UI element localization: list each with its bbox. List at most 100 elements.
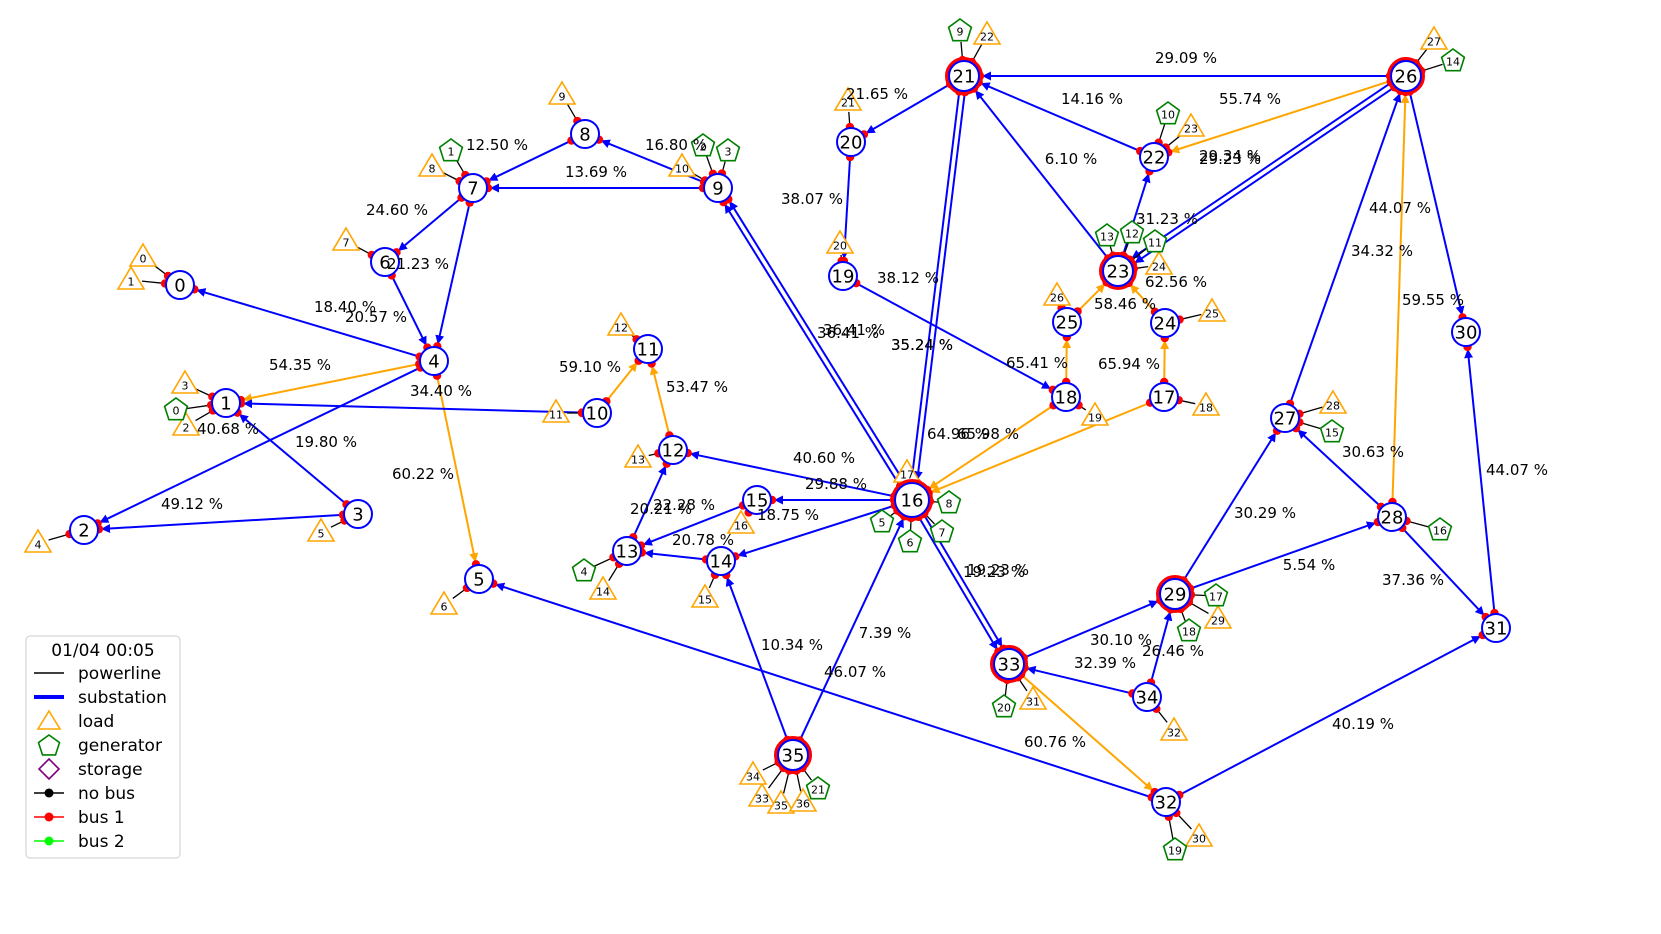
generator-14-pentagon-icon[interactable] [1440, 48, 1466, 72]
substation-6[interactable]: 6 [370, 247, 400, 277]
load-29-triangle-icon[interactable] [1203, 604, 1233, 629]
substation-5[interactable]: 5 [464, 564, 494, 594]
powerline-4-0[interactable] [196, 288, 418, 357]
powerline-27-26[interactable] [1290, 93, 1402, 402]
powerline-22-21[interactable] [980, 82, 1138, 151]
substation-12[interactable]: 12 [658, 435, 688, 465]
load-21-triangle-icon[interactable] [833, 86, 863, 111]
substation-24[interactable]: 24 [1150, 308, 1180, 338]
load-12-triangle-icon[interactable] [606, 311, 636, 336]
generator-1-pentagon-icon[interactable] [438, 138, 464, 162]
load-9-triangle-icon[interactable] [547, 80, 577, 105]
generator-15-pentagon-icon[interactable] [1319, 419, 1345, 443]
load-36-triangle-icon[interactable] [788, 787, 818, 812]
substation-31[interactable]: 31 [1481, 613, 1511, 643]
substation-15[interactable]: 15 [742, 485, 772, 515]
powerline-16-9[interactable] [729, 201, 905, 482]
powerline-8-7[interactable] [488, 140, 570, 182]
load-33-triangle-icon[interactable] [747, 782, 777, 807]
powerline-3-1[interactable] [239, 413, 345, 504]
generator-17-pentagon-icon[interactable] [1203, 583, 1229, 607]
powerline-10-1[interactable] [243, 399, 580, 414]
powerline-7-6[interactable] [398, 198, 460, 252]
generator-11-pentagon-icon[interactable] [1142, 229, 1168, 253]
generator-18-pentagon-icon[interactable] [1176, 618, 1202, 642]
substation-29[interactable]: 29 [1156, 575, 1194, 613]
load-18-triangle-icon[interactable] [1191, 391, 1221, 416]
powerline-18-25[interactable] [1062, 339, 1072, 380]
load-2-triangle-icon[interactable] [171, 411, 201, 436]
powerline-15-13[interactable] [642, 505, 741, 546]
powerline-16-12[interactable] [689, 450, 892, 497]
load-13-triangle-icon[interactable] [623, 443, 653, 468]
load-30-triangle-icon[interactable] [1184, 822, 1214, 847]
generator-9-pentagon-icon[interactable] [947, 18, 973, 42]
substation-22[interactable]: 22 [1139, 142, 1169, 172]
powerline-33-32[interactable] [1022, 675, 1154, 791]
generator-21-pentagon-icon[interactable] [805, 776, 831, 800]
powerline-35-14[interactable] [725, 577, 788, 738]
substation-4[interactable]: 4 [419, 346, 449, 376]
load-1-triangle-icon[interactable] [116, 265, 146, 290]
powerline-26-23[interactable] [1131, 83, 1390, 259]
substation-13[interactable]: 13 [612, 536, 642, 566]
powerline-7-4[interactable] [435, 205, 471, 345]
substation-1[interactable]: 1 [211, 388, 241, 418]
substation-7[interactable]: 7 [458, 173, 488, 203]
powerline-17-16[interactable] [930, 402, 1148, 494]
generator-7-pentagon-icon[interactable] [929, 519, 955, 543]
powerline-31-30[interactable] [1464, 349, 1496, 611]
powerline-6-4[interactable] [392, 277, 427, 346]
powerline-34-33[interactable] [1026, 665, 1130, 694]
load-15-triangle-icon[interactable] [690, 583, 720, 608]
load-35-triangle-icon[interactable] [766, 789, 796, 814]
load-34-triangle-icon[interactable] [738, 760, 768, 785]
powerline-16-14[interactable] [737, 505, 893, 558]
generator-5-pentagon-icon[interactable] [869, 509, 895, 533]
substation-33[interactable]: 33 [990, 645, 1028, 683]
load-3-triangle-icon[interactable] [170, 369, 200, 394]
substation-18[interactable]: 18 [1051, 382, 1081, 412]
powerline-4-2[interactable] [99, 367, 419, 524]
load-31-triangle-icon[interactable] [1018, 685, 1048, 710]
substation-21[interactable]: 21 [945, 57, 983, 95]
powerline-24-23[interactable] [1129, 284, 1154, 311]
substation-32[interactable]: 32 [1151, 787, 1181, 817]
load-23-triangle-icon[interactable] [1176, 112, 1206, 137]
load-19-triangle-icon[interactable] [1080, 401, 1110, 426]
substation-11[interactable]: 11 [633, 334, 663, 364]
powerline-10-11[interactable] [607, 362, 638, 400]
powerline-17-24[interactable] [1160, 340, 1170, 380]
load-22-triangle-icon[interactable] [972, 20, 1002, 45]
load-11-triangle-icon[interactable] [541, 398, 571, 423]
substation-14[interactable]: 14 [706, 546, 736, 576]
generator-0-pentagon-icon[interactable] [163, 397, 189, 421]
powerline-12-11[interactable] [649, 365, 670, 433]
substation-3[interactable]: 3 [343, 499, 373, 529]
load-28-triangle-icon[interactable] [1318, 389, 1348, 414]
substation-10[interactable]: 10 [582, 398, 612, 428]
load-10-triangle-icon[interactable] [667, 152, 697, 177]
substation-26[interactable]: 26 [1387, 57, 1425, 95]
powerline-28-27[interactable] [1297, 429, 1380, 506]
powerline-29-28[interactable] [1192, 521, 1376, 589]
powerline-26-30[interactable] [1409, 94, 1465, 316]
generator-10-pentagon-icon[interactable] [1155, 101, 1181, 125]
substation-9[interactable]: 9 [703, 173, 733, 203]
substation-30[interactable]: 30 [1451, 317, 1481, 347]
substation-20[interactable]: 20 [836, 127, 866, 157]
powerline-35-16[interactable] [800, 518, 905, 739]
powerline-4-1[interactable] [242, 363, 417, 403]
load-7-triangle-icon[interactable] [331, 226, 361, 251]
powerline-32-31[interactable] [1181, 635, 1481, 795]
powerline-13-12[interactable] [633, 465, 667, 536]
powerline-3-2[interactable] [101, 514, 341, 533]
substation-27[interactable]: 27 [1270, 403, 1300, 433]
load-8-triangle-icon[interactable] [417, 152, 447, 177]
powerline-21-20[interactable] [865, 84, 949, 134]
substation-23[interactable]: 23 [1099, 252, 1137, 290]
powerline-21-16[interactable] [908, 94, 960, 480]
load-16-triangle-icon[interactable] [726, 509, 756, 534]
load-4-triangle-icon[interactable] [23, 528, 53, 553]
load-5-triangle-icon[interactable] [306, 517, 336, 542]
